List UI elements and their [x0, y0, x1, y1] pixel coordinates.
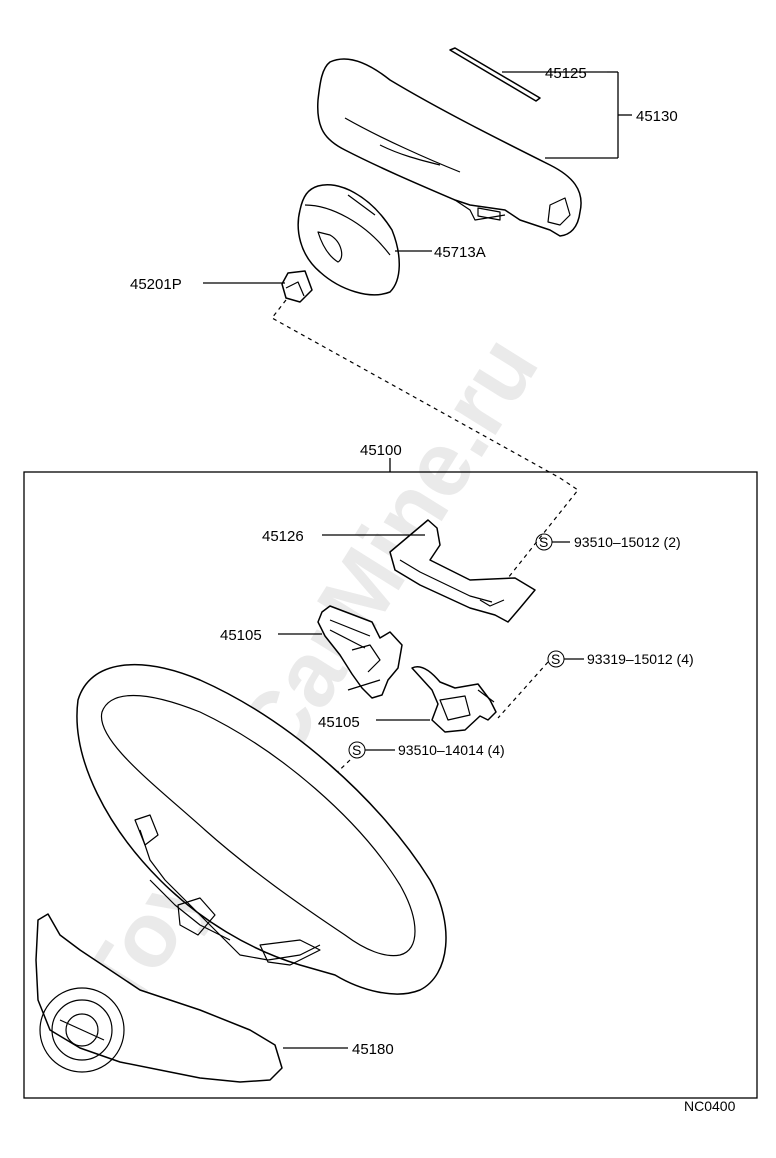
screw-part-93319-15012: 93319–15012 (4)	[587, 651, 694, 667]
screw-93319-15012: S 93319–15012 (4)	[547, 650, 694, 668]
label-45100: 45100	[360, 442, 402, 459]
label-45130: 45130	[636, 108, 678, 125]
screw-93510-15012: S 93510–15012 (2)	[535, 533, 681, 551]
label-45105-upper: 45105	[220, 627, 262, 644]
screw-symbol-2: S	[551, 651, 560, 667]
steering-wheel-rim	[76, 664, 447, 995]
switch-45105-lower	[411, 666, 497, 733]
horn-module-45713A	[297, 184, 400, 296]
screw-part-93510-15012: 93510–15012 (2)	[574, 534, 681, 550]
horn-pad-cover-45130	[316, 58, 582, 237]
label-45105-lower: 45105	[318, 714, 360, 731]
screw-part-93510-14014: 93510–14014 (4)	[398, 742, 505, 758]
spoke-cover-45180	[35, 913, 283, 1083]
emblem-strip-45125	[449, 47, 541, 102]
label-45125: 45125	[545, 65, 587, 82]
diagram-code: NC0400	[684, 1098, 736, 1114]
switch-45105-upper	[317, 605, 403, 699]
screw-symbol-3: S	[352, 742, 361, 758]
label-45713A: 45713A	[434, 244, 486, 261]
lower-cover-45126	[389, 519, 536, 623]
nut-45201P	[281, 270, 313, 303]
screw-symbol-1: S	[539, 534, 548, 550]
label-45201P: 45201P	[130, 276, 182, 293]
label-45126: 45126	[262, 528, 304, 545]
screw-93510-14014: S 93510–14014 (4)	[348, 741, 505, 759]
label-45180: 45180	[352, 1041, 394, 1058]
